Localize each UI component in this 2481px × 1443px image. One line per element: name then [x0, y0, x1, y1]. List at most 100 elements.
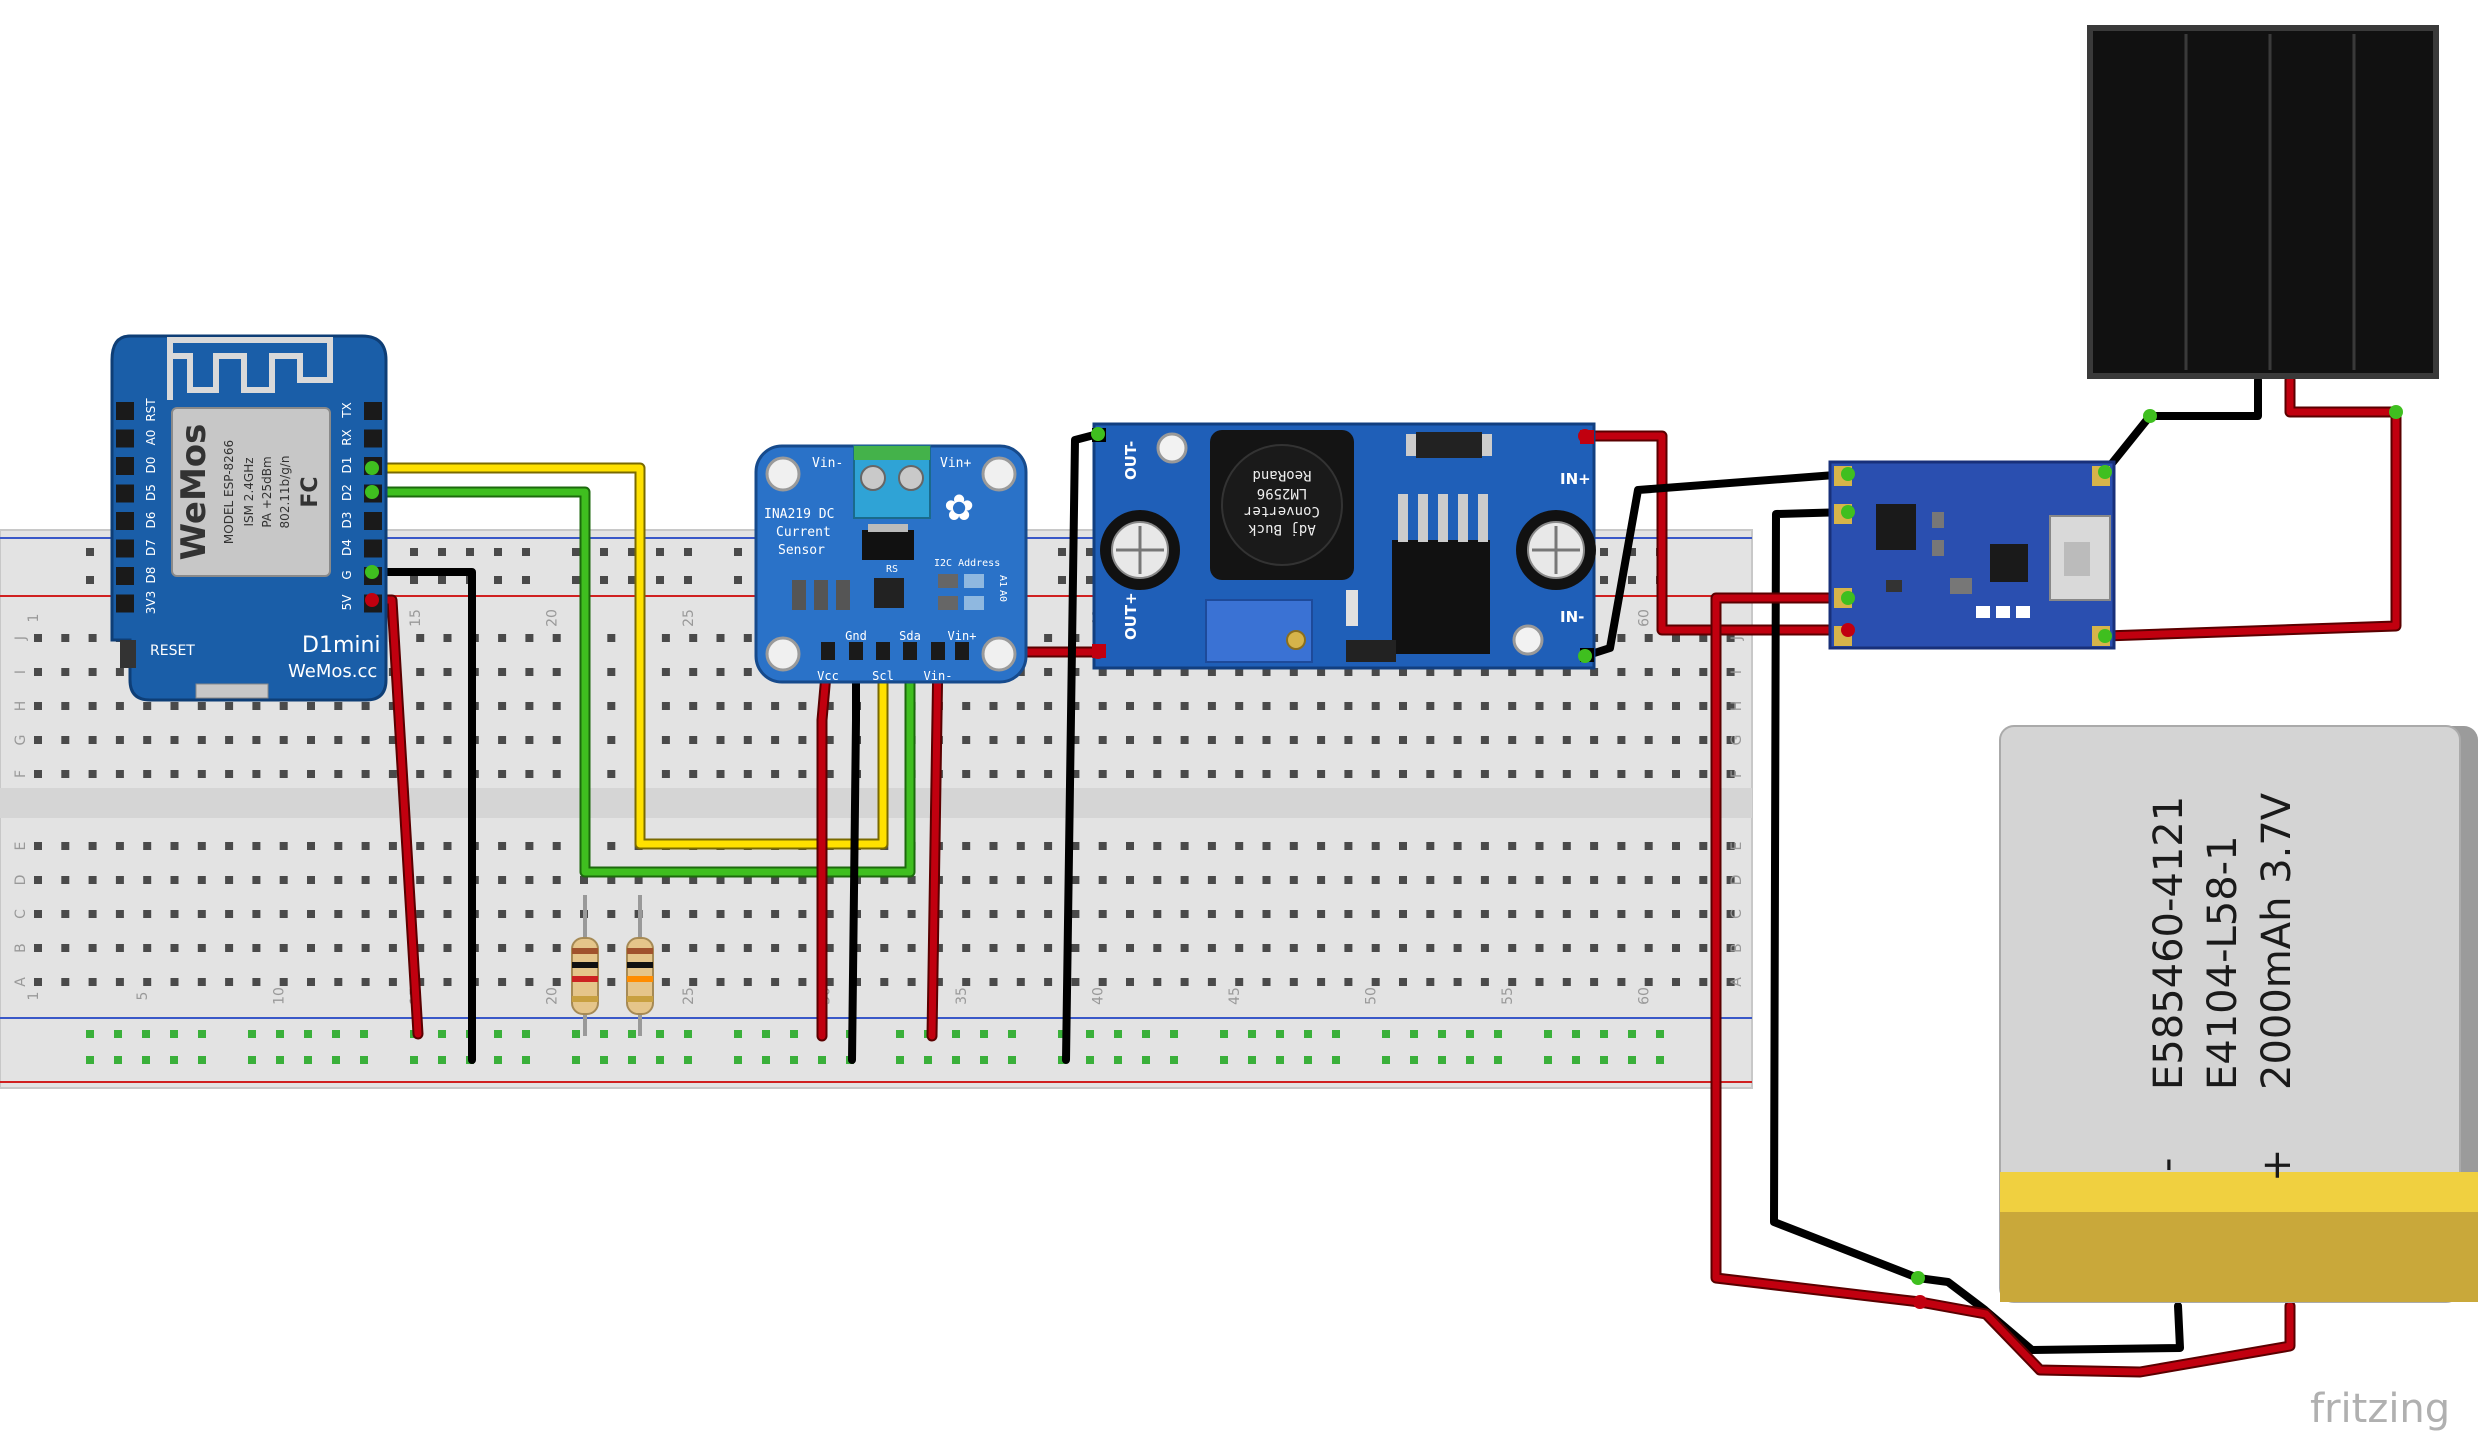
breadboard-hole[interactable] — [656, 548, 664, 556]
breadboard-hole[interactable] — [1699, 702, 1708, 710]
breadboard-hole[interactable] — [1371, 910, 1380, 918]
breadboard-hole[interactable] — [1562, 702, 1571, 710]
breadboard-hole[interactable] — [525, 910, 534, 918]
breadboard-hole[interactable] — [334, 910, 343, 918]
breadboard-hole[interactable] — [1508, 876, 1517, 884]
breadboard-hole[interactable] — [1438, 1030, 1446, 1038]
breadboard-hole[interactable] — [689, 978, 698, 986]
breadboard-hole[interactable] — [1617, 702, 1626, 710]
breadboard-hole[interactable] — [934, 944, 943, 952]
breadboard-hole[interactable] — [880, 910, 889, 918]
breadboard-hole[interactable] — [1535, 842, 1544, 850]
breadboard-hole[interactable] — [607, 910, 616, 918]
breadboard-hole[interactable] — [410, 1056, 418, 1064]
breadboard-hole[interactable] — [1235, 876, 1244, 884]
breadboard-hole[interactable] — [798, 702, 807, 710]
breadboard-hole[interactable] — [1344, 910, 1353, 918]
breadboard-hole[interactable] — [825, 770, 834, 778]
breadboard-hole[interactable] — [689, 876, 698, 884]
breadboard-hole[interactable] — [1426, 736, 1435, 744]
breadboard-hole[interactable] — [661, 770, 670, 778]
breadboard-hole[interactable] — [1126, 702, 1134, 710]
breadboard-hole[interactable] — [771, 876, 780, 884]
breadboard-hole[interactable] — [34, 842, 42, 850]
breadboard-hole[interactable] — [525, 842, 534, 850]
breadboard-hole[interactable] — [656, 576, 664, 584]
breadboard-hole[interactable] — [962, 910, 971, 918]
breadboard-hole[interactable] — [170, 876, 179, 884]
breadboard-hole[interactable] — [114, 1030, 122, 1038]
breadboard-hole[interactable] — [762, 1030, 770, 1038]
breadboard-hole[interactable] — [907, 944, 916, 952]
breadboard-hole[interactable] — [198, 1030, 206, 1038]
lm2596-buck-converter[interactable]: Adj Buck Converter LM2596 ReoRand OUT- O… — [1092, 422, 1596, 670]
header-pin[interactable] — [364, 429, 382, 448]
breadboard-hole[interactable] — [334, 702, 343, 710]
breadboard-hole[interactable] — [1535, 668, 1544, 676]
breadboard-hole[interactable] — [416, 770, 425, 778]
breadboard-hole[interactable] — [1426, 876, 1435, 884]
breadboard-hole[interactable] — [1071, 978, 1080, 986]
breadboard-hole[interactable] — [1071, 736, 1080, 744]
breadboard-hole[interactable] — [1628, 548, 1636, 556]
breadboard-hole[interactable] — [907, 876, 916, 884]
breadboard-hole[interactable] — [1344, 842, 1353, 850]
breadboard-hole[interactable] — [771, 910, 780, 918]
breadboard-hole[interactable] — [1600, 548, 1608, 556]
breadboard-hole[interactable] — [989, 910, 998, 918]
breadboard-hole[interactable] — [924, 1056, 932, 1064]
breadboard-hole[interactable] — [1126, 842, 1134, 850]
breadboard-hole[interactable] — [334, 770, 343, 778]
breadboard-hole[interactable] — [1480, 736, 1489, 744]
breadboard-hole[interactable] — [443, 736, 452, 744]
breadboard-hole[interactable] — [600, 1056, 608, 1064]
breadboard-hole[interactable] — [522, 548, 530, 556]
breadboard-hole[interactable] — [1153, 770, 1162, 778]
breadboard-hole[interactable] — [798, 876, 807, 884]
breadboard-hole[interactable] — [170, 910, 179, 918]
breadboard-hole[interactable] — [1289, 944, 1298, 952]
breadboard-hole[interactable] — [388, 910, 397, 918]
solar-panel[interactable] — [2087, 25, 2439, 379]
breadboard-hole[interactable] — [1207, 842, 1216, 850]
breadboard-hole[interactable] — [1170, 1056, 1178, 1064]
breadboard-hole[interactable] — [689, 668, 698, 676]
breadboard-hole[interactable] — [818, 1056, 826, 1064]
breadboard-hole[interactable] — [360, 1056, 368, 1064]
breadboard-hole[interactable] — [1235, 944, 1244, 952]
breadboard-hole[interactable] — [1098, 876, 1107, 884]
breadboard-hole[interactable] — [552, 702, 561, 710]
breadboard-hole[interactable] — [907, 978, 916, 986]
breadboard-hole[interactable] — [1562, 736, 1571, 744]
breadboard-hole[interactable] — [1590, 944, 1599, 952]
wire-black-buck-inminus[interactable] — [1581, 470, 1852, 660]
breadboard-hole[interactable] — [1382, 1056, 1390, 1064]
breadboard-hole[interactable] — [498, 842, 507, 850]
breadboard-hole[interactable] — [607, 668, 616, 676]
breadboard-hole[interactable] — [1426, 702, 1435, 710]
breadboard-hole[interactable] — [115, 876, 124, 884]
breadboard-hole[interactable] — [771, 978, 780, 986]
breadboard-hole[interactable] — [1071, 842, 1080, 850]
breadboard-hole[interactable] — [1480, 668, 1489, 676]
breadboard-hole[interactable] — [1644, 668, 1653, 676]
breadboard-hole[interactable] — [1699, 876, 1708, 884]
breadboard-hole[interactable] — [498, 910, 507, 918]
breadboard-hole[interactable] — [1617, 634, 1626, 642]
header-pin[interactable] — [821, 642, 835, 660]
breadboard-hole[interactable] — [525, 770, 534, 778]
breadboard-hole[interactable] — [61, 736, 70, 744]
breadboard-hole[interactable] — [1071, 944, 1080, 952]
breadboard-hole[interactable] — [1235, 702, 1244, 710]
breadboard-hole[interactable] — [689, 634, 698, 642]
breadboard-hole[interactable] — [1480, 978, 1489, 986]
breadboard-hole[interactable] — [1126, 668, 1134, 676]
breadboard-hole[interactable] — [522, 1030, 530, 1038]
breadboard-hole[interactable] — [279, 770, 288, 778]
breadboard-hole[interactable] — [1644, 842, 1653, 850]
breadboard-hole[interactable] — [86, 1030, 94, 1038]
breadboard-hole[interactable] — [1180, 944, 1189, 952]
breadboard-hole[interactable] — [600, 548, 608, 556]
breadboard-hole[interactable] — [1494, 1056, 1502, 1064]
breadboard-hole[interactable] — [1699, 910, 1708, 918]
